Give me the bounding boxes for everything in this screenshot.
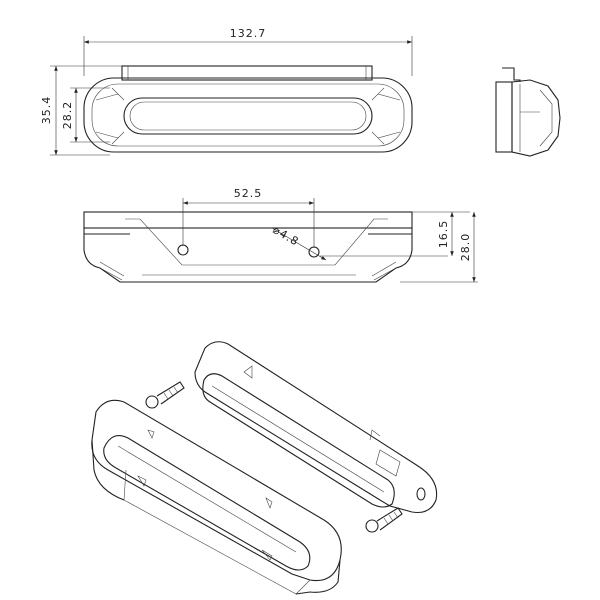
mounting-hole [177, 244, 189, 256]
dim-overall-height: 35.4 [40, 65, 122, 156]
dim-label: 35.4 [40, 96, 53, 125]
screw [145, 381, 185, 409]
mounting-hole [308, 246, 320, 258]
dim-depth: 28.0 [400, 212, 478, 283]
side-view [495, 67, 561, 157]
dim-label: 52.5 [234, 187, 263, 200]
dim-hole-diameter: ⌀4.8 [271, 223, 327, 261]
isometric-lamp-front [91, 399, 342, 595]
dim-label: 16.5 [437, 220, 450, 249]
dim-label: 28.0 [459, 233, 472, 262]
screw [365, 507, 403, 533]
dim-label: 132.7 [230, 27, 267, 40]
front-view [83, 211, 413, 283]
dim-mount-height: 16.5 [320, 211, 470, 257]
dim-hole-spacing: 52.5 [182, 187, 315, 248]
isometric-lamp-back [194, 341, 438, 514]
dim-inner-height: 28.2 [61, 87, 110, 143]
dim-label: 28.2 [61, 101, 74, 130]
top-view [83, 65, 413, 153]
dim-label: ⌀4.8 [271, 223, 302, 248]
dim-overall-length: 132.7 [83, 27, 413, 76]
